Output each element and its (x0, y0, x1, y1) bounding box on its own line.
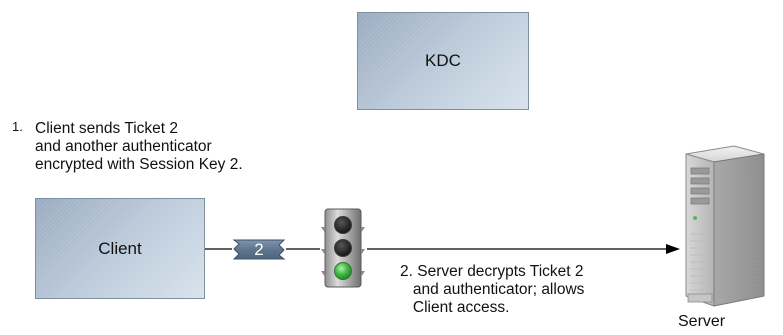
kdc-box: KDC (357, 12, 529, 110)
client-label: Client (98, 238, 142, 258)
step-1-number: 1. (12, 119, 23, 134)
server-icon (685, 145, 765, 307)
ticket-icon (232, 239, 286, 260)
traffic-light-icon (321, 208, 365, 288)
kdc-label: KDC (425, 51, 461, 70)
step-1-description: Client sends Ticket 2 and another authen… (35, 120, 243, 173)
server-label: Server (678, 313, 726, 330)
step-2-description: 2. Server decrypts Ticket 2 and authenti… (400, 263, 585, 316)
ticket-label: 2 (254, 240, 264, 259)
client-box: Client (35, 198, 205, 299)
